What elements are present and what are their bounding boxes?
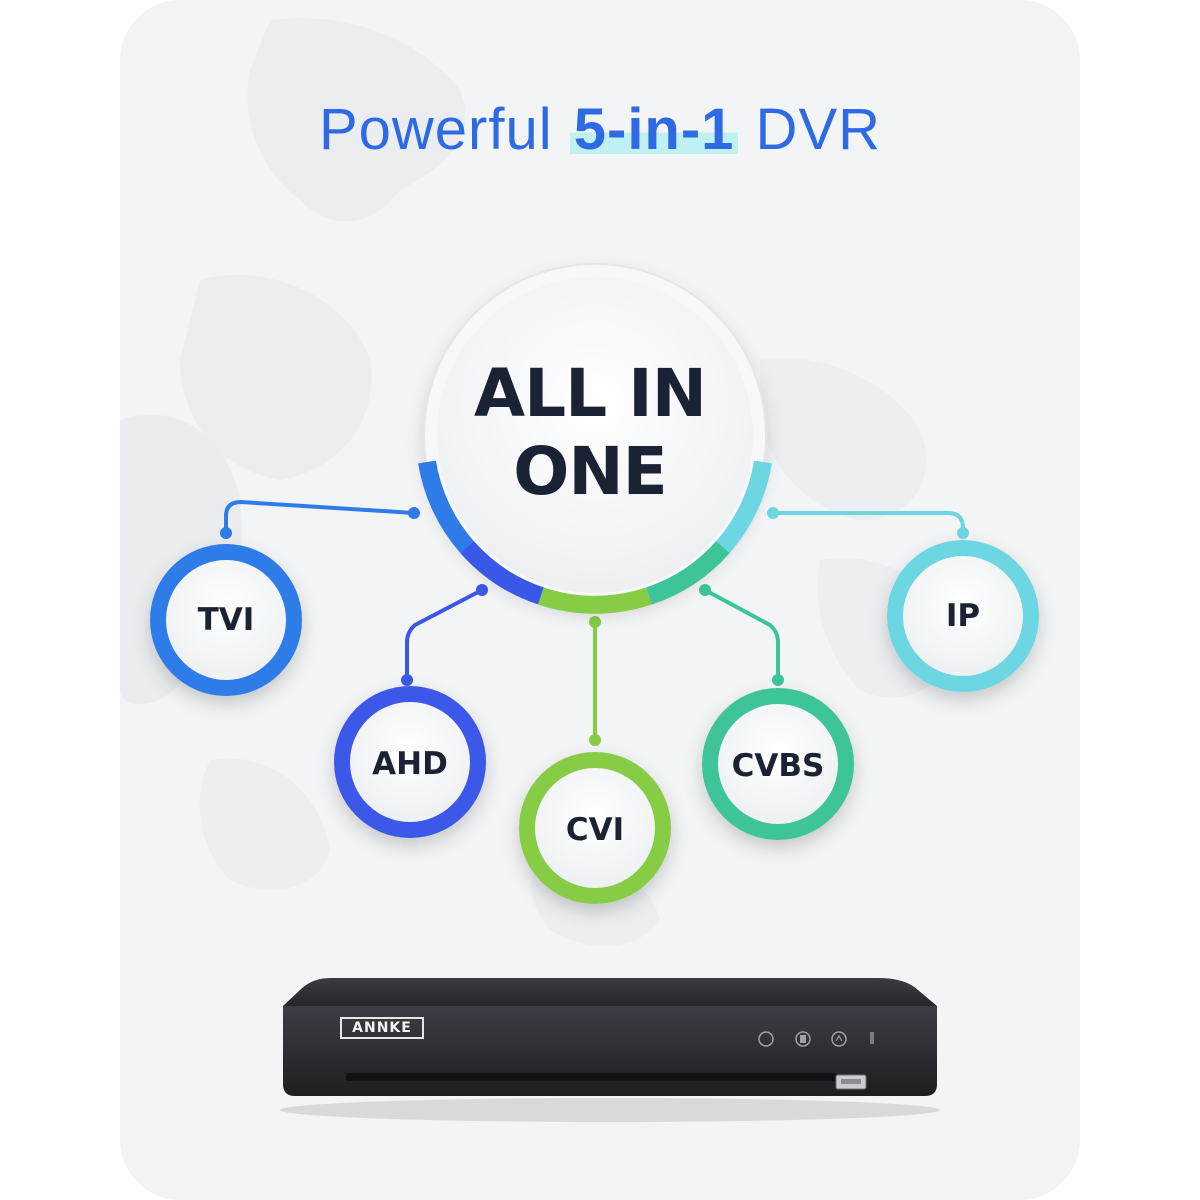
node-label-cvi: CVI <box>565 812 625 848</box>
hub-circle <box>418 263 772 614</box>
node-tvi-circle <box>150 544 302 696</box>
node-label-ahd: AHD <box>372 746 448 782</box>
connector-dots <box>220 507 969 746</box>
network-status-icon-glyph <box>835 1034 843 1042</box>
node-ip-circle <box>887 540 1039 692</box>
front-vent-slot <box>346 1073 836 1081</box>
hub-arc-cvbs <box>645 540 730 605</box>
hub-title-line1: ALL IN <box>474 355 707 432</box>
node-label-tvi: TVI <box>197 602 255 638</box>
network-status-icon <box>831 1031 847 1047</box>
node-cvbs-circle <box>702 688 854 840</box>
power-icon <box>758 1031 774 1047</box>
node-label-cvbs: CVBS <box>731 748 825 784</box>
connector-lines <box>224 499 965 742</box>
connector-cvbs <box>703 588 780 679</box>
device-top-panel <box>283 978 937 1006</box>
headline-suffix: DVR <box>738 97 882 162</box>
hdd-status-icon-glyph <box>800 1035 806 1043</box>
brand-logo: ANNKE <box>340 1017 424 1039</box>
headline-highlight: 5-in-1 <box>569 97 739 162</box>
hub-arc-cvi <box>538 587 652 614</box>
hdd-status-icon <box>795 1031 811 1047</box>
hub-title-line2: ONE <box>513 433 667 510</box>
headline-prefix: Powerful <box>318 97 570 162</box>
connector-ahd <box>405 588 484 679</box>
node-label-ip: IP <box>945 598 981 634</box>
headline: Powerful 5-in-1 DVR <box>0 90 1200 170</box>
hub-arc-ip <box>716 460 772 553</box>
device-shadow <box>280 1098 940 1122</box>
connector-tvi <box>224 499 416 532</box>
hub-arc-tvi <box>418 460 474 553</box>
hub-title: ALL IN ONE <box>440 355 740 511</box>
node-cvi-circle <box>519 752 671 904</box>
ir-sensor-icon <box>870 1032 874 1044</box>
node-ahd-circle <box>334 686 486 838</box>
usb-port-slot <box>841 1079 861 1084</box>
hub-arc-ahd <box>460 540 545 605</box>
